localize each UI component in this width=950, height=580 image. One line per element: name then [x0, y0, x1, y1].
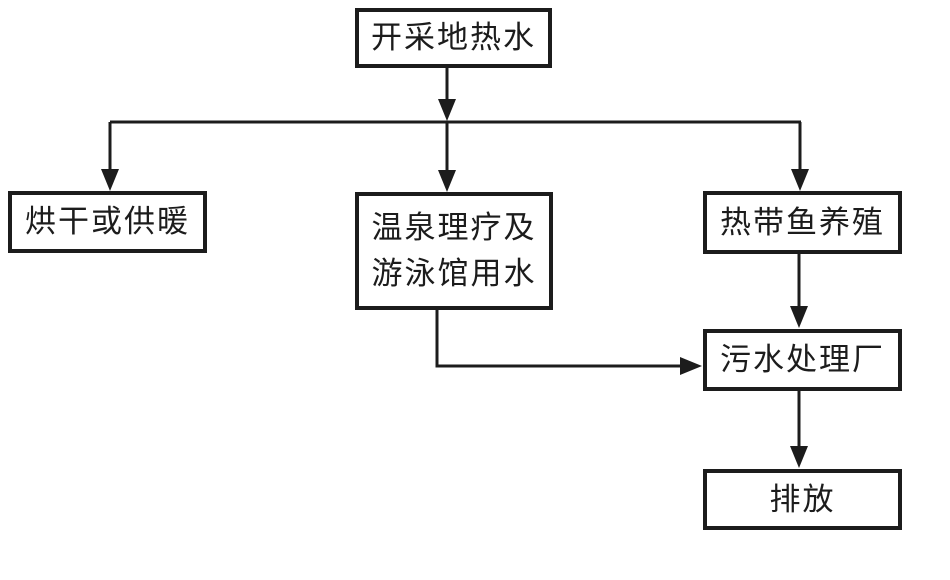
node-label-line2: 游泳馆用水	[371, 256, 537, 291]
node-label: 污水处理厂	[720, 342, 885, 377]
arrowhead-down-icon	[790, 306, 808, 328]
node-label: 热带鱼养殖	[720, 204, 885, 240]
arrowhead-down-icon	[791, 169, 809, 191]
edge-sewage-to-discharge	[790, 390, 808, 468]
arrowhead-down-icon	[101, 169, 119, 191]
node-geothermal-water-extraction: 开采地热水	[355, 8, 552, 68]
arrowhead-down-icon	[790, 446, 808, 468]
arrowhead-down-icon	[438, 170, 456, 192]
node-label: 烘干或供暖	[25, 204, 190, 239]
edge-source-to-branch	[438, 66, 456, 121]
edge-branch-to-spa	[438, 122, 456, 192]
edge-spa-to-sewage	[435, 308, 702, 375]
node-sewage-treatment-plant: 污水处理厂	[703, 329, 902, 391]
node-discharge: 排放	[703, 469, 902, 530]
node-label: 排放	[769, 481, 836, 517]
edge-fish-to-sewage	[790, 253, 808, 328]
node-tropical-fish-farming: 热带鱼养殖	[703, 191, 902, 254]
edge-branch-to-fish	[791, 122, 809, 191]
node-drying-or-heating: 烘干或供暖	[8, 191, 207, 253]
node-label: 开采地热水	[371, 20, 536, 55]
node-label-line1: 温泉理疗及	[371, 210, 537, 245]
arrowhead-right-icon	[680, 357, 702, 375]
arrowhead-down-icon	[438, 99, 456, 121]
node-hot-spring-therapy-swimming-pool-water: 温泉理疗及 游泳馆用水	[355, 192, 553, 310]
edge-branch-to-drying	[101, 122, 119, 191]
